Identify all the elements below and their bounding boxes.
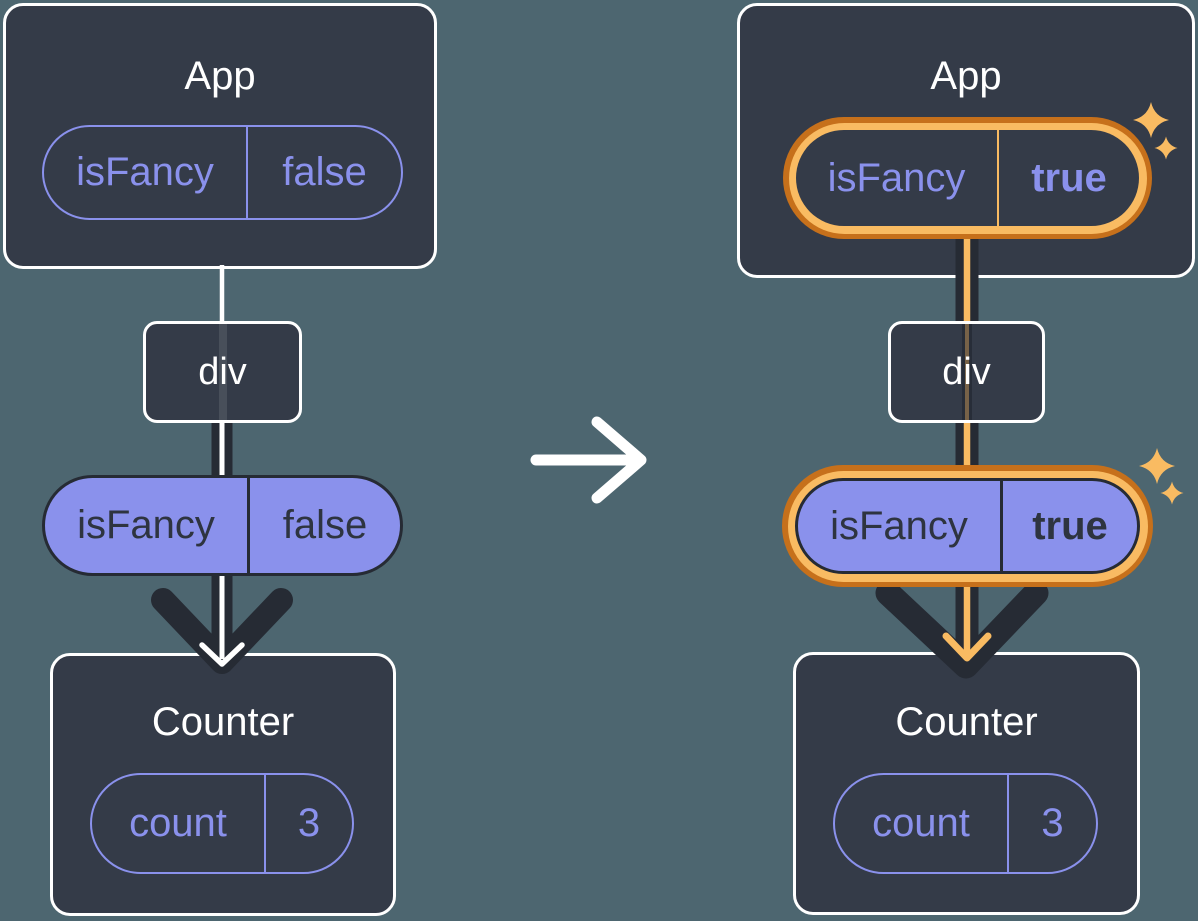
prop-value: false [246, 127, 401, 218]
prop-value: true [997, 130, 1139, 226]
state-value: 3 [1007, 775, 1096, 872]
highlighted-passed-prop-pill: isFancy true [782, 465, 1153, 587]
highlight-ring: isFancy true [787, 470, 1148, 582]
passed-prop-pill: isFancy false [42, 475, 403, 576]
prop-name: isFancy [76, 150, 214, 194]
highlighted-prop-pill: isFancy true [783, 117, 1152, 239]
prop-name: isFancy [77, 503, 215, 547]
div-element-box: div [888, 321, 1045, 423]
element-label: div [198, 350, 247, 393]
prop-pill: isFancy false [42, 125, 403, 220]
connector-behind-box [961, 324, 972, 420]
component-title: Counter [895, 700, 1038, 744]
state-value: 3 [264, 775, 352, 872]
state-name: count [872, 801, 970, 845]
prop-value: true [1000, 481, 1137, 571]
component-title: App [930, 54, 1002, 98]
prop-value: false [247, 478, 400, 573]
div-element-box: div [143, 321, 302, 423]
state-name: count [129, 801, 227, 845]
connector-behind-box [218, 324, 227, 420]
prop-name: isFancy [827, 155, 966, 200]
prop-name: isFancy [830, 503, 968, 548]
element-label: div [942, 350, 991, 393]
state-pill: count 3 [90, 773, 354, 874]
component-title: Counter [151, 700, 295, 744]
component-title: App [184, 54, 256, 98]
connector-core-behind-box [964, 324, 969, 420]
highlight-ring: isFancy true [788, 122, 1147, 234]
state-pill: count 3 [833, 773, 1098, 874]
